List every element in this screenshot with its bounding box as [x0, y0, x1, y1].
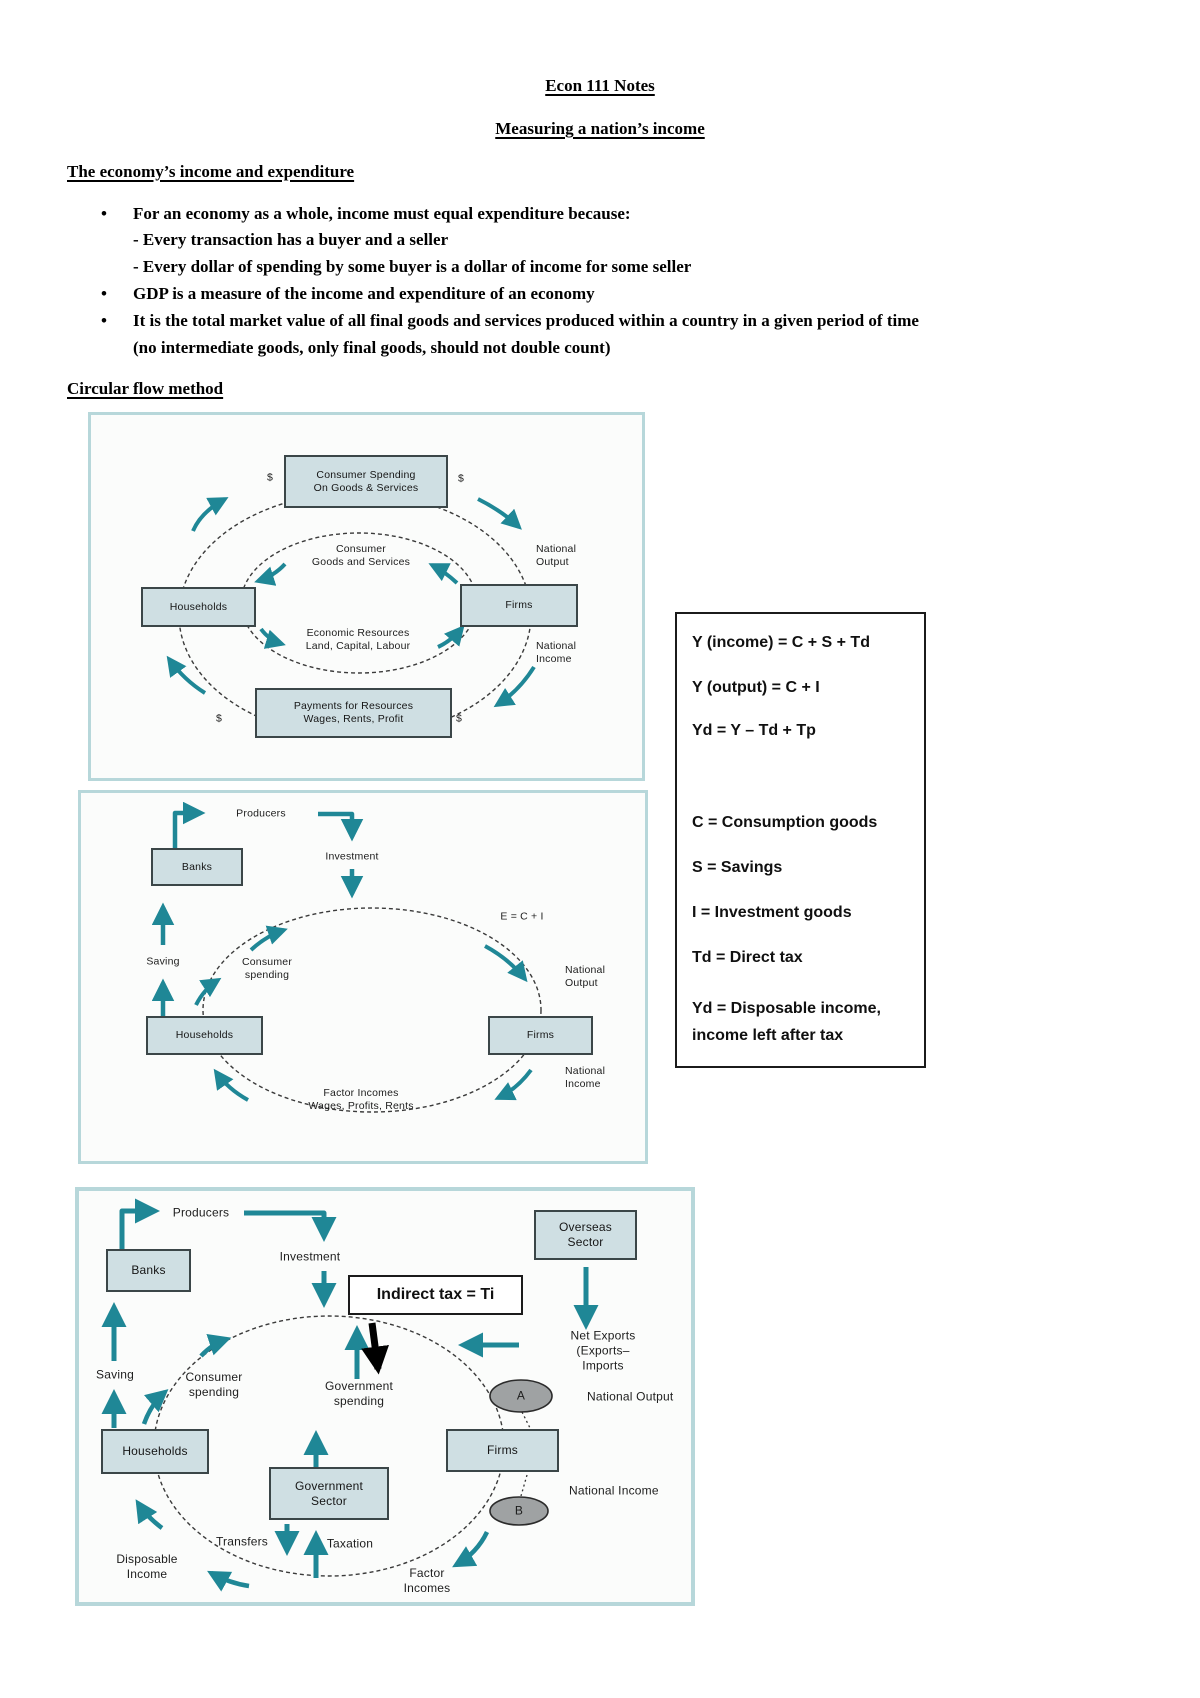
node-households: Households	[146, 1016, 263, 1055]
formula-disposable: Yd = Y – Td + Tp	[692, 722, 816, 739]
flow-arrow-resources-to-firms	[437, 624, 465, 649]
node-overseas-sector: Overseas Sector	[534, 1210, 637, 1260]
flow-arrow-payments-to-households	[166, 655, 207, 695]
formula-box: Y (income) = C + S + Td Y (output) = C +…	[675, 612, 926, 1068]
arrow-disposable-to-households	[135, 1499, 164, 1530]
arrow-bottom-to-disposable	[207, 1570, 250, 1592]
flow-arrow-firms-to-payments	[493, 665, 536, 708]
bullet-marker: •	[101, 284, 107, 303]
label-consumer-goods-services: Consumer Goods and Services	[311, 543, 411, 568]
label-factor-incomes: Factor Incomes Wages, Profits, Rents	[308, 1087, 414, 1112]
node-firms: Firms	[460, 584, 578, 627]
node-payments-for-resources: Payments for Resources Wages, Rents, Pro…	[255, 688, 452, 738]
formula-income: Y (income) = C + S + Td	[692, 634, 870, 651]
definition-investment: I = Investment goods	[692, 904, 852, 921]
arrow-producers-to-investment	[244, 1210, 337, 1242]
dotted-link-a-to-firms	[521, 1411, 532, 1431]
section-heading-income-expenditure: The economy’s income and expenditure	[67, 162, 355, 181]
label-producers: Producers	[236, 807, 286, 820]
node-households: Households	[101, 1429, 209, 1474]
bullet-income-equals-expenditure: For an economy as a whole, income must e…	[133, 204, 631, 223]
dollar-sign-bottom-left: $	[215, 712, 223, 725]
node-government-sector: Government Sector	[269, 1467, 389, 1520]
node-firms: Firms	[488, 1016, 593, 1055]
dollar-sign-top-right: $	[457, 472, 465, 485]
formula-output: Y (output) = C + I	[692, 679, 820, 696]
arrow-banks-to-producers	[172, 801, 206, 849]
section-heading-circular-flow: Circular flow method	[67, 379, 224, 398]
flow-arrow-goods-to-households	[254, 562, 287, 586]
flow-arrow-firms-to-goods	[428, 563, 459, 585]
doc-title: Econ 111 Notes	[545, 76, 655, 95]
label-saving: Saving	[96, 1367, 134, 1382]
diagram3-arrows-layer	[101, 1198, 599, 1592]
arrow-consumer-spending-upper	[199, 1334, 232, 1358]
arrow-national-output	[484, 944, 528, 983]
indirect-tax-box: Indirect tax = Ti	[348, 1275, 523, 1315]
label-producers: Producers	[172, 1205, 230, 1220]
bullet-total-market-value-cont: (no intermediate goods, only final goods…	[133, 338, 611, 357]
injection-point-a-ellipse	[489, 1379, 553, 1413]
bullet-sub-dollar-spending: - Every dollar of spending by some buyer…	[133, 257, 692, 276]
arrow-factor-incomes-to-households	[213, 1068, 249, 1102]
bullet-marker: •	[101, 311, 107, 330]
label-b: B	[514, 1503, 524, 1518]
arrow-consumer-spending-lower	[141, 1389, 169, 1425]
label-consumer-spending: Consumer spending	[185, 1370, 243, 1399]
label-national-output: National Output	[536, 543, 577, 568]
definition-direct-tax: Td = Direct tax	[692, 949, 803, 966]
node-banks: Banks	[151, 848, 243, 886]
flow-arrow-households-to-spending	[191, 497, 229, 532]
arrow-producers-to-investment	[318, 811, 364, 842]
flow-arrow-households-to-resources	[259, 627, 286, 649]
arrow-b-to-factor-incomes	[452, 1530, 490, 1568]
arrow-banks-to-producers	[119, 1198, 160, 1249]
dotted-link-firms-to-b	[520, 1474, 528, 1497]
arrow-national-income	[494, 1068, 533, 1101]
node-firms: Firms	[446, 1429, 559, 1472]
flow-arrow-spending-to-firms	[477, 497, 522, 530]
label-investment: Investment	[325, 850, 379, 863]
label-taxation: Taxation	[326, 1536, 374, 1551]
arrow-consumer-spending-lower	[194, 977, 222, 1006]
definition-consumption: C = Consumption goods	[692, 814, 878, 831]
bullet-gdp-measure: GDP is a measure of the income and expen…	[133, 284, 595, 303]
label-national-income: National Income	[569, 1483, 659, 1498]
label-net-exports: Net Exports (Exports– Imports	[570, 1328, 636, 1373]
label-national-income: National Income	[536, 640, 577, 665]
flow-ellipse	[202, 907, 542, 1113]
injection-point-b-ellipse	[489, 1496, 549, 1526]
node-households: Households	[141, 587, 256, 627]
dollar-sign-bottom-right: $	[455, 712, 463, 725]
label-investment: Investment	[279, 1249, 341, 1264]
label-disposable-income: Disposable Income	[116, 1552, 178, 1581]
arrow-consumer-spending-upper	[249, 925, 288, 952]
dollar-sign-top-left: $	[266, 471, 274, 484]
label-consumer-spending: Consumer spending	[241, 956, 293, 981]
label-e-equals-c-plus-i: E = C + I	[500, 910, 544, 923]
diagram-circular-flow-with-government-overseas: Producers Banks Investment Indirect tax …	[75, 1187, 695, 1606]
definition-savings: S = Savings	[692, 859, 783, 876]
label-national-income: National Income	[565, 1065, 606, 1090]
label-national-output: National Output	[565, 964, 606, 989]
arrow-indirect-tax-down-black	[361, 1322, 389, 1375]
label-economic-resources: Economic Resources Land, Capital, Labour	[305, 627, 411, 652]
label-saving: Saving	[146, 955, 180, 968]
label-factor-incomes: Factor Incomes	[403, 1566, 451, 1595]
label-a: A	[516, 1388, 526, 1403]
doc-subtitle: Measuring a nation’s income	[495, 119, 705, 138]
bullet-sub-transaction: - Every transaction has a buyer and a se…	[133, 230, 449, 249]
diagram-circular-flow-with-banks: Producers Banks Investment E = C + I Sav…	[78, 790, 648, 1164]
node-consumer-spending: Consumer Spending On Goods & Services	[284, 455, 448, 508]
node-banks: Banks	[106, 1249, 191, 1292]
label-transfers: Transfers	[215, 1534, 269, 1549]
diagram2-arrows-layer	[151, 801, 542, 1113]
bullet-marker: •	[101, 204, 107, 223]
diagram-simple-circular-flow: Consumer Spending On Goods & Services $ …	[88, 412, 645, 781]
label-national-output: National Output	[587, 1389, 674, 1404]
bullet-total-market-value: It is the total market value of all fina…	[133, 311, 919, 330]
definition-disposable-income: Yd = Disposable income, income left afte…	[692, 1000, 881, 1044]
label-government-spending: Government spending	[324, 1379, 394, 1408]
